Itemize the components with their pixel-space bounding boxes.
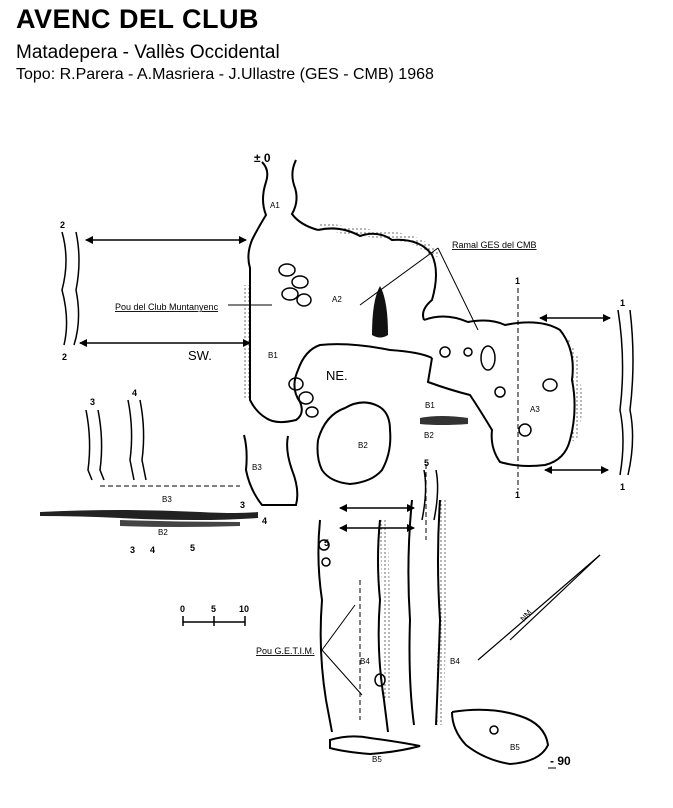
section-number-3-profile: 3 [90,397,95,407]
scale-label-10: 10 [239,604,249,614]
section-number-1-top-plan: 1 [515,276,520,286]
zone-label-b3: B3 [252,463,262,472]
section-number-4-band: 4 [150,545,155,555]
direction-sw: SW. [188,348,212,363]
zone-label-b3-band: B3 [162,495,172,504]
zone-label-b2: B2 [358,441,368,450]
section-number-1-bottom-plan: 1 [515,490,520,500]
section-3-4-profiles [85,399,147,481]
pou-club-label: Pou del Club Muntanyenc [115,302,219,312]
leader-lines [228,247,479,696]
zone-label-a2: A2 [332,295,342,304]
scale-label-5: 5 [211,604,216,614]
zone-label-b5: B5 [510,743,520,752]
dimension-arrows [79,236,611,532]
zone-label-a3: A3 [530,405,540,414]
zone-label-a1: A1 [270,201,280,210]
section-1-profile [617,309,634,476]
section-number-2-bottom: 2 [62,352,67,362]
section-number-5-plan: 5 [424,458,429,468]
zone-label-b4: B4 [360,657,370,666]
map-subtitle: Matadepera - Vallès Occidental [16,42,280,63]
north-label: NM [519,608,534,624]
wall-stippling [244,222,583,725]
ramal-label: Ramal GES del CMB [452,240,537,250]
section-number-2-top: 2 [60,220,65,230]
section-number-1-bottom-profile: 1 [620,482,625,492]
scale-bar [182,616,246,626]
section-number-4-plan: 4 [262,516,267,526]
section-number-5-bottom: 5 [324,538,329,548]
zone-label-b1: B1 [268,351,278,360]
zone-label-b2-section: B2 [424,431,434,440]
cave-outline [243,159,576,766]
section-number-4-profile: 4 [132,388,137,398]
boulders [278,263,558,735]
map-title: AVENC DEL CLUB [16,4,260,34]
stalagmite-formation [372,286,388,338]
zone-label-b2-band: B2 [158,528,168,537]
section-2-profile [61,231,80,346]
zone-label-b4-east: B4 [450,657,460,666]
direction-ne: NE. [326,368,348,383]
section-number-3-band: 3 [130,545,135,555]
section-number-5-band: 5 [190,543,195,553]
section-5-profile [421,469,439,521]
zone-label-b5-south: B5 [372,755,382,764]
survey-credits: Topo: R.Parera - A.Masriera - J.Ullastre… [16,66,434,83]
north-arrow [477,554,601,661]
depth-bottom-label: - 90 [550,754,571,768]
scale-label-0: 0 [180,604,185,614]
pou-getim-label: Pou G.E.T.I.M. [256,646,315,656]
section-cut-lines [100,288,519,720]
section-number-1-top-profile: 1 [620,298,625,308]
section-number-3-plan: 3 [240,500,245,510]
zone-label-b1-section: B1 [425,401,435,410]
depth-top-label: ± 0 [254,151,271,165]
cross-section-band [40,416,468,527]
